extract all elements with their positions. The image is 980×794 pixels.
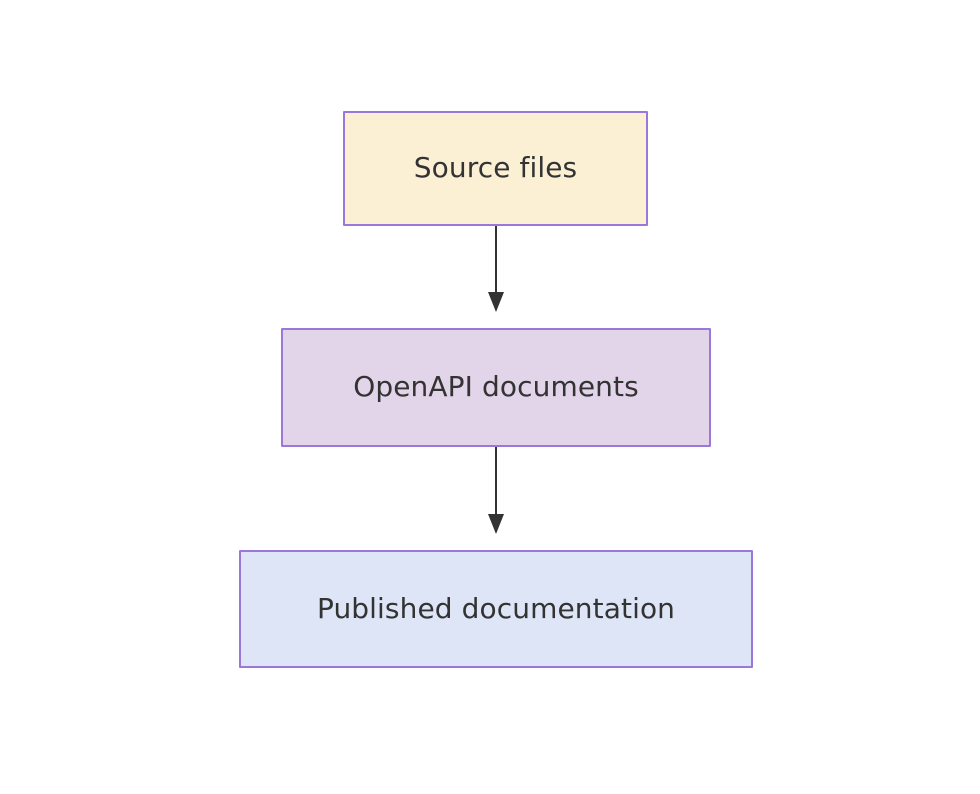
- node-source-files[interactable]: Source files: [343, 111, 648, 226]
- node-published-documentation[interactable]: Published documentation: [239, 550, 753, 668]
- node-published-documentation-label: Published documentation: [316, 591, 676, 625]
- node-source-files-label: Source files: [413, 151, 578, 185]
- node-openapi-documents[interactable]: OpenAPI documents: [281, 328, 711, 447]
- node-openapi-documents-label: OpenAPI documents: [353, 370, 639, 404]
